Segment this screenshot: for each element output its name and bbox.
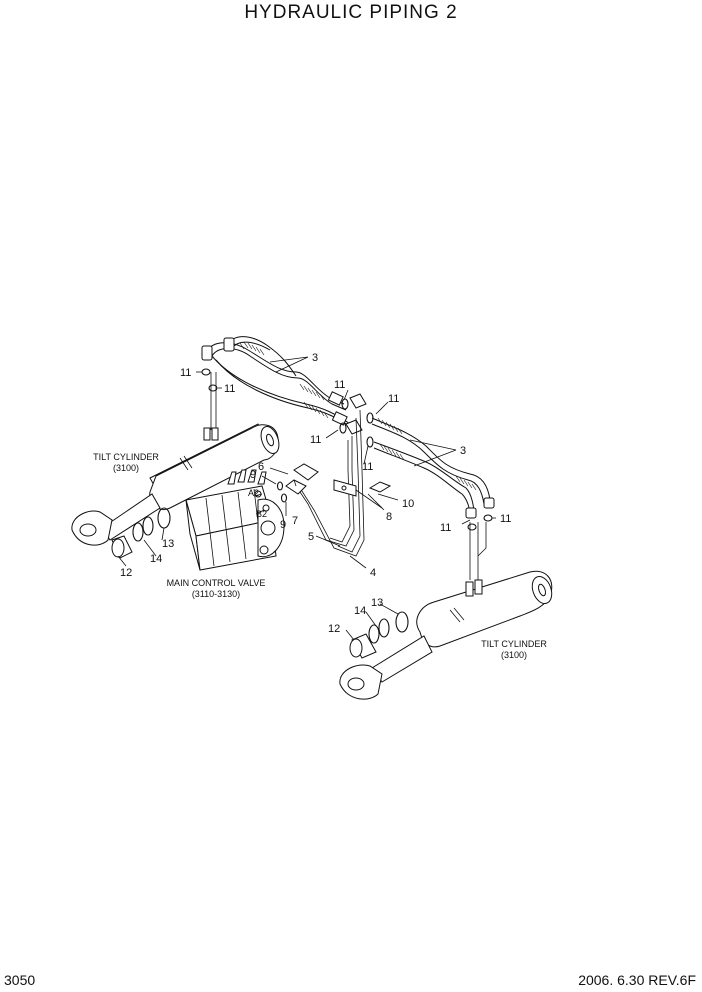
tilt-cylinder-left	[71, 372, 280, 546]
callout-11-h: 11	[500, 513, 511, 525]
valve-port-fittings	[276, 463, 392, 503]
o-ring	[341, 398, 349, 410]
o-rings-item-11	[201, 368, 493, 531]
o-ring	[280, 493, 288, 503]
hose-end-fitting	[465, 507, 477, 519]
adapter-fitting	[285, 479, 307, 495]
callout-9-a: 9	[250, 469, 256, 481]
callout-5: 5	[308, 531, 314, 543]
port-b2	[262, 504, 270, 512]
label-main-control-valve-ref: (3110-3130)	[192, 589, 240, 599]
elbow-fitting	[349, 393, 367, 409]
wiper-ring	[368, 624, 380, 644]
callout-12-right: 12	[328, 623, 340, 635]
o-ring	[366, 412, 374, 424]
callout-11-g: 11	[440, 522, 451, 534]
steel-tubes	[295, 409, 383, 557]
callout-11-b: 11	[224, 383, 235, 395]
callout-7: 7	[292, 515, 298, 527]
wiper-ring	[378, 618, 390, 638]
label-tilt-cylinder-left: TILT CYLINDER	[93, 452, 159, 462]
label-port-a2: A2	[248, 488, 259, 498]
cylinder-port	[474, 579, 483, 595]
callout-3-top: 3	[312, 352, 318, 364]
hose-assembly-upper-left	[201, 336, 353, 429]
page-number: 3050	[4, 972, 36, 988]
callout-12-left: 12	[120, 567, 132, 579]
callout-11-e: 11	[310, 434, 321, 446]
adapter-fitting	[293, 463, 319, 481]
callout-10: 10	[402, 498, 414, 510]
o-ring	[157, 507, 171, 529]
revision-stamp: 2006. 6.30 REV.6F	[578, 972, 696, 988]
callout-13-right: 13	[371, 597, 383, 609]
label-tilt-cylinder-right: TILT CYLINDER	[481, 639, 547, 649]
tilt-cylinder-right	[339, 522, 553, 700]
label-tilt-cylinder-left-ref: (3100)	[113, 463, 139, 473]
callout-14-left: 14	[150, 553, 162, 565]
callout-11-a: 11	[180, 367, 191, 379]
tee-fitting	[368, 481, 392, 493]
cylinder-bushing-set-left	[111, 507, 171, 559]
callout-13-left: 13	[162, 538, 174, 550]
o-ring	[366, 436, 374, 448]
valve-spools	[227, 469, 267, 485]
label-main-control-valve: MAIN CONTROL VALVE	[167, 578, 266, 588]
cylinder-port	[203, 427, 211, 441]
callout-11-c: 11	[334, 379, 345, 391]
hose-end-fitting	[223, 337, 235, 352]
label-port-b2: B2	[256, 509, 267, 519]
cylinder-port	[211, 427, 219, 441]
cylinder-port	[465, 581, 474, 597]
wiper-ring	[142, 516, 154, 536]
callout-4: 4	[370, 567, 376, 579]
callout-14-right: 14	[354, 605, 366, 617]
elbow-fitting	[345, 419, 363, 435]
leader-lines	[117, 356, 496, 641]
callout-numbers: 3 3 11 11 11 11 11 11 11 11 6 9 9 7 10 8…	[120, 352, 511, 635]
label-tilt-cylinder-right-ref: (3100)	[501, 650, 527, 660]
main-control-valve	[185, 469, 285, 571]
page-title: HYDRAULIC PIPING 2	[244, 2, 458, 23]
wiper-ring	[132, 522, 144, 542]
hose-end-fitting	[331, 411, 348, 426]
callout-11-d: 11	[388, 393, 399, 405]
hose-end-fitting	[483, 497, 495, 509]
o-ring	[339, 422, 347, 434]
callout-6: 6	[258, 461, 264, 473]
callout-3-right: 3	[460, 445, 466, 457]
hose-end-fitting	[201, 345, 213, 361]
component-labels: TILT CYLINDER (3100) TILT CYLINDER (3100…	[93, 452, 547, 660]
callout-11-f: 11	[362, 461, 373, 473]
hose-assembly-upper-right	[366, 412, 495, 519]
o-ring	[395, 611, 409, 633]
o-ring	[276, 481, 284, 491]
hose-end-fitting	[327, 391, 344, 406]
callout-9-b: 9	[280, 519, 286, 531]
elbow-fittings-center	[339, 393, 367, 435]
cylinder-bushing-set-right	[349, 611, 409, 659]
callout-8: 8	[386, 511, 392, 523]
